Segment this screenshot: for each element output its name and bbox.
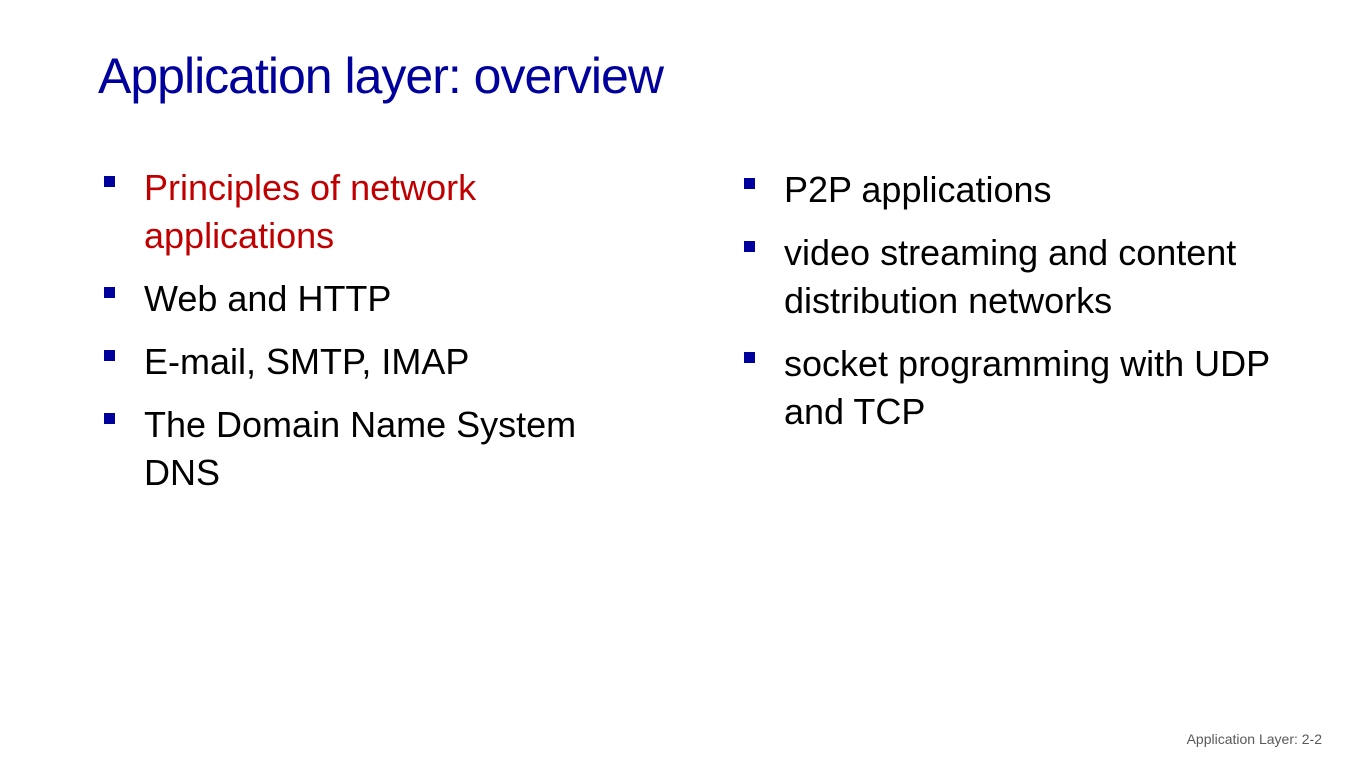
slide-title: Application layer: overview xyxy=(98,48,664,104)
list-item: Web and HTTP xyxy=(100,275,660,323)
list-item-text: Principles of network applications xyxy=(144,167,477,256)
list-item-text: socket programming with UDP and TCP xyxy=(784,343,1270,432)
square-bullet-icon xyxy=(744,178,755,189)
left-bullet-list: Principles of network applications Web a… xyxy=(100,164,660,512)
list-item: E-mail, SMTP, IMAP xyxy=(100,338,660,386)
list-item: The Domain Name System DNS xyxy=(100,401,660,497)
list-item-text: The Domain Name System DNS xyxy=(144,404,577,493)
square-bullet-icon xyxy=(744,241,755,252)
list-item: video streaming and content distribution… xyxy=(740,229,1330,325)
list-item-text: video streaming and content distribution… xyxy=(784,232,1237,321)
list-item-text: P2P applications xyxy=(784,169,1052,210)
square-bullet-icon xyxy=(104,287,115,298)
list-item-text: E-mail, SMTP, IMAP xyxy=(144,341,470,382)
list-item: socket programming with UDP and TCP xyxy=(740,340,1330,436)
square-bullet-icon xyxy=(744,352,755,363)
list-item: Principles of network applications xyxy=(100,164,660,260)
slide-footer: Application Layer: 2-2 xyxy=(1186,731,1322,747)
right-bullet-list: P2P applications video streaming and con… xyxy=(740,166,1330,451)
list-item: P2P applications xyxy=(740,166,1330,214)
list-item-text: Web and HTTP xyxy=(144,278,392,319)
square-bullet-icon xyxy=(104,176,115,187)
square-bullet-icon xyxy=(104,350,115,361)
square-bullet-icon xyxy=(104,413,115,424)
